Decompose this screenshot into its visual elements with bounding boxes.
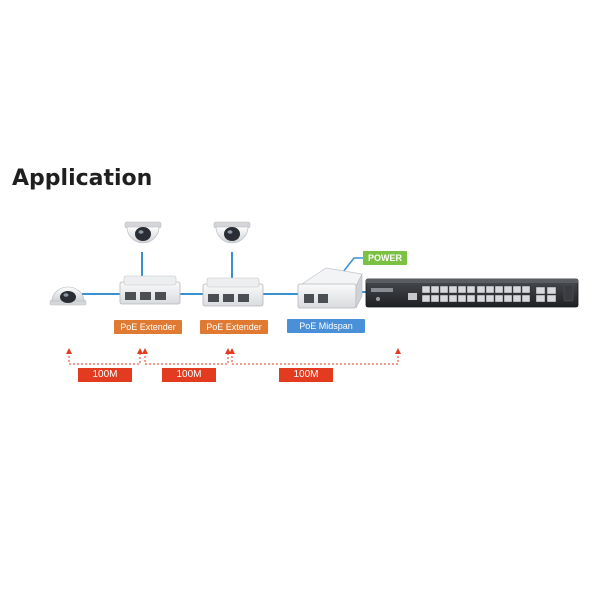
distance-label: 100M <box>279 368 333 382</box>
page-title: Application <box>12 166 153 191</box>
poe-extender-icon <box>202 277 264 307</box>
distance-arrow-2 <box>144 352 229 365</box>
distance-arrows <box>68 352 399 365</box>
dome-camera-icon <box>49 286 87 306</box>
distance-label: 100M <box>162 368 216 382</box>
poe-extender-label: PoE Extender <box>114 320 182 334</box>
power-label: POWER <box>363 251 407 265</box>
poe-midspan-label: PoE Midspan <box>287 319 365 333</box>
poe-extender-label: PoE Extender <box>200 320 268 334</box>
network-switch-icon <box>365 278 579 308</box>
cable-power <box>342 257 363 273</box>
arrow-heads <box>66 348 401 354</box>
distance-label: 100M <box>78 368 132 382</box>
poe-extender-icon <box>119 275 181 305</box>
poe-midspan-icon <box>297 267 363 309</box>
dome-camera-icon <box>124 221 162 244</box>
distance-arrow-3 <box>231 352 399 365</box>
distance-arrow-1 <box>68 352 141 365</box>
dome-camera-icon <box>213 221 251 244</box>
